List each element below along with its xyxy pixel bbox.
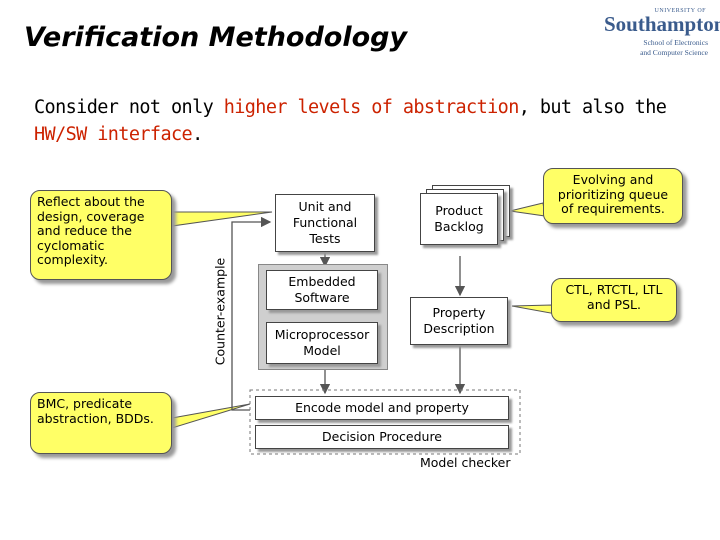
reflect-bubble-tail <box>171 211 273 227</box>
slide-title: Verification Methodology <box>24 22 408 53</box>
model-checker-label: Model checker <box>420 455 511 470</box>
intro-highlight-interface: HW/SW interface <box>34 124 193 145</box>
model-checker-group <box>249 389 521 455</box>
logics-bubble-tail <box>511 304 557 315</box>
evolving-bubble-tail <box>509 202 546 217</box>
property-description-box: Property Description <box>410 297 508 345</box>
evolving-bubble: Evolving and prioritizing queue of requi… <box>543 168 683 224</box>
counter-example-label: Counter-example <box>212 257 228 366</box>
counter-example-arrow <box>231 216 272 411</box>
logo-name: Southampton <box>604 12 720 36</box>
logo-school-line2: and Computer Science <box>640 48 708 57</box>
decision-procedure-box: Decision Procedure <box>255 425 509 449</box>
bmc-bubble: BMC, predicate abstraction, BDDs. <box>30 392 172 454</box>
embedded-software-box: Embedded Software <box>266 270 378 310</box>
encode-box: Encode model and property <box>255 396 509 420</box>
logo-university-label: UNIVERSITY OF <box>654 8 706 14</box>
reflect-bubble: Reflect about the design, coverage and r… <box>30 190 172 280</box>
intro-part2: , but also the <box>518 97 667 118</box>
intro-highlight-abstraction: higher levels of abstraction <box>223 97 520 118</box>
unit-tests-box: Unit and Functional Tests <box>275 194 375 252</box>
intro-text: Consider not only higher levels of abstr… <box>34 94 704 148</box>
bmc-bubble-tail <box>171 403 251 429</box>
logo-school-line1: School of Electronics <box>643 38 708 47</box>
intro-part3: . <box>192 124 203 145</box>
microprocessor-model-box: Microprocessor Model <box>266 322 378 364</box>
university-logo: UNIVERSITY OF Southampton School of Elec… <box>602 8 720 58</box>
product-backlog-box: Product Backlog <box>420 193 498 245</box>
logics-bubble: CTL, RTCTL, LTL and PSL. <box>551 278 677 322</box>
intro-part1: Consider not only <box>34 97 224 118</box>
